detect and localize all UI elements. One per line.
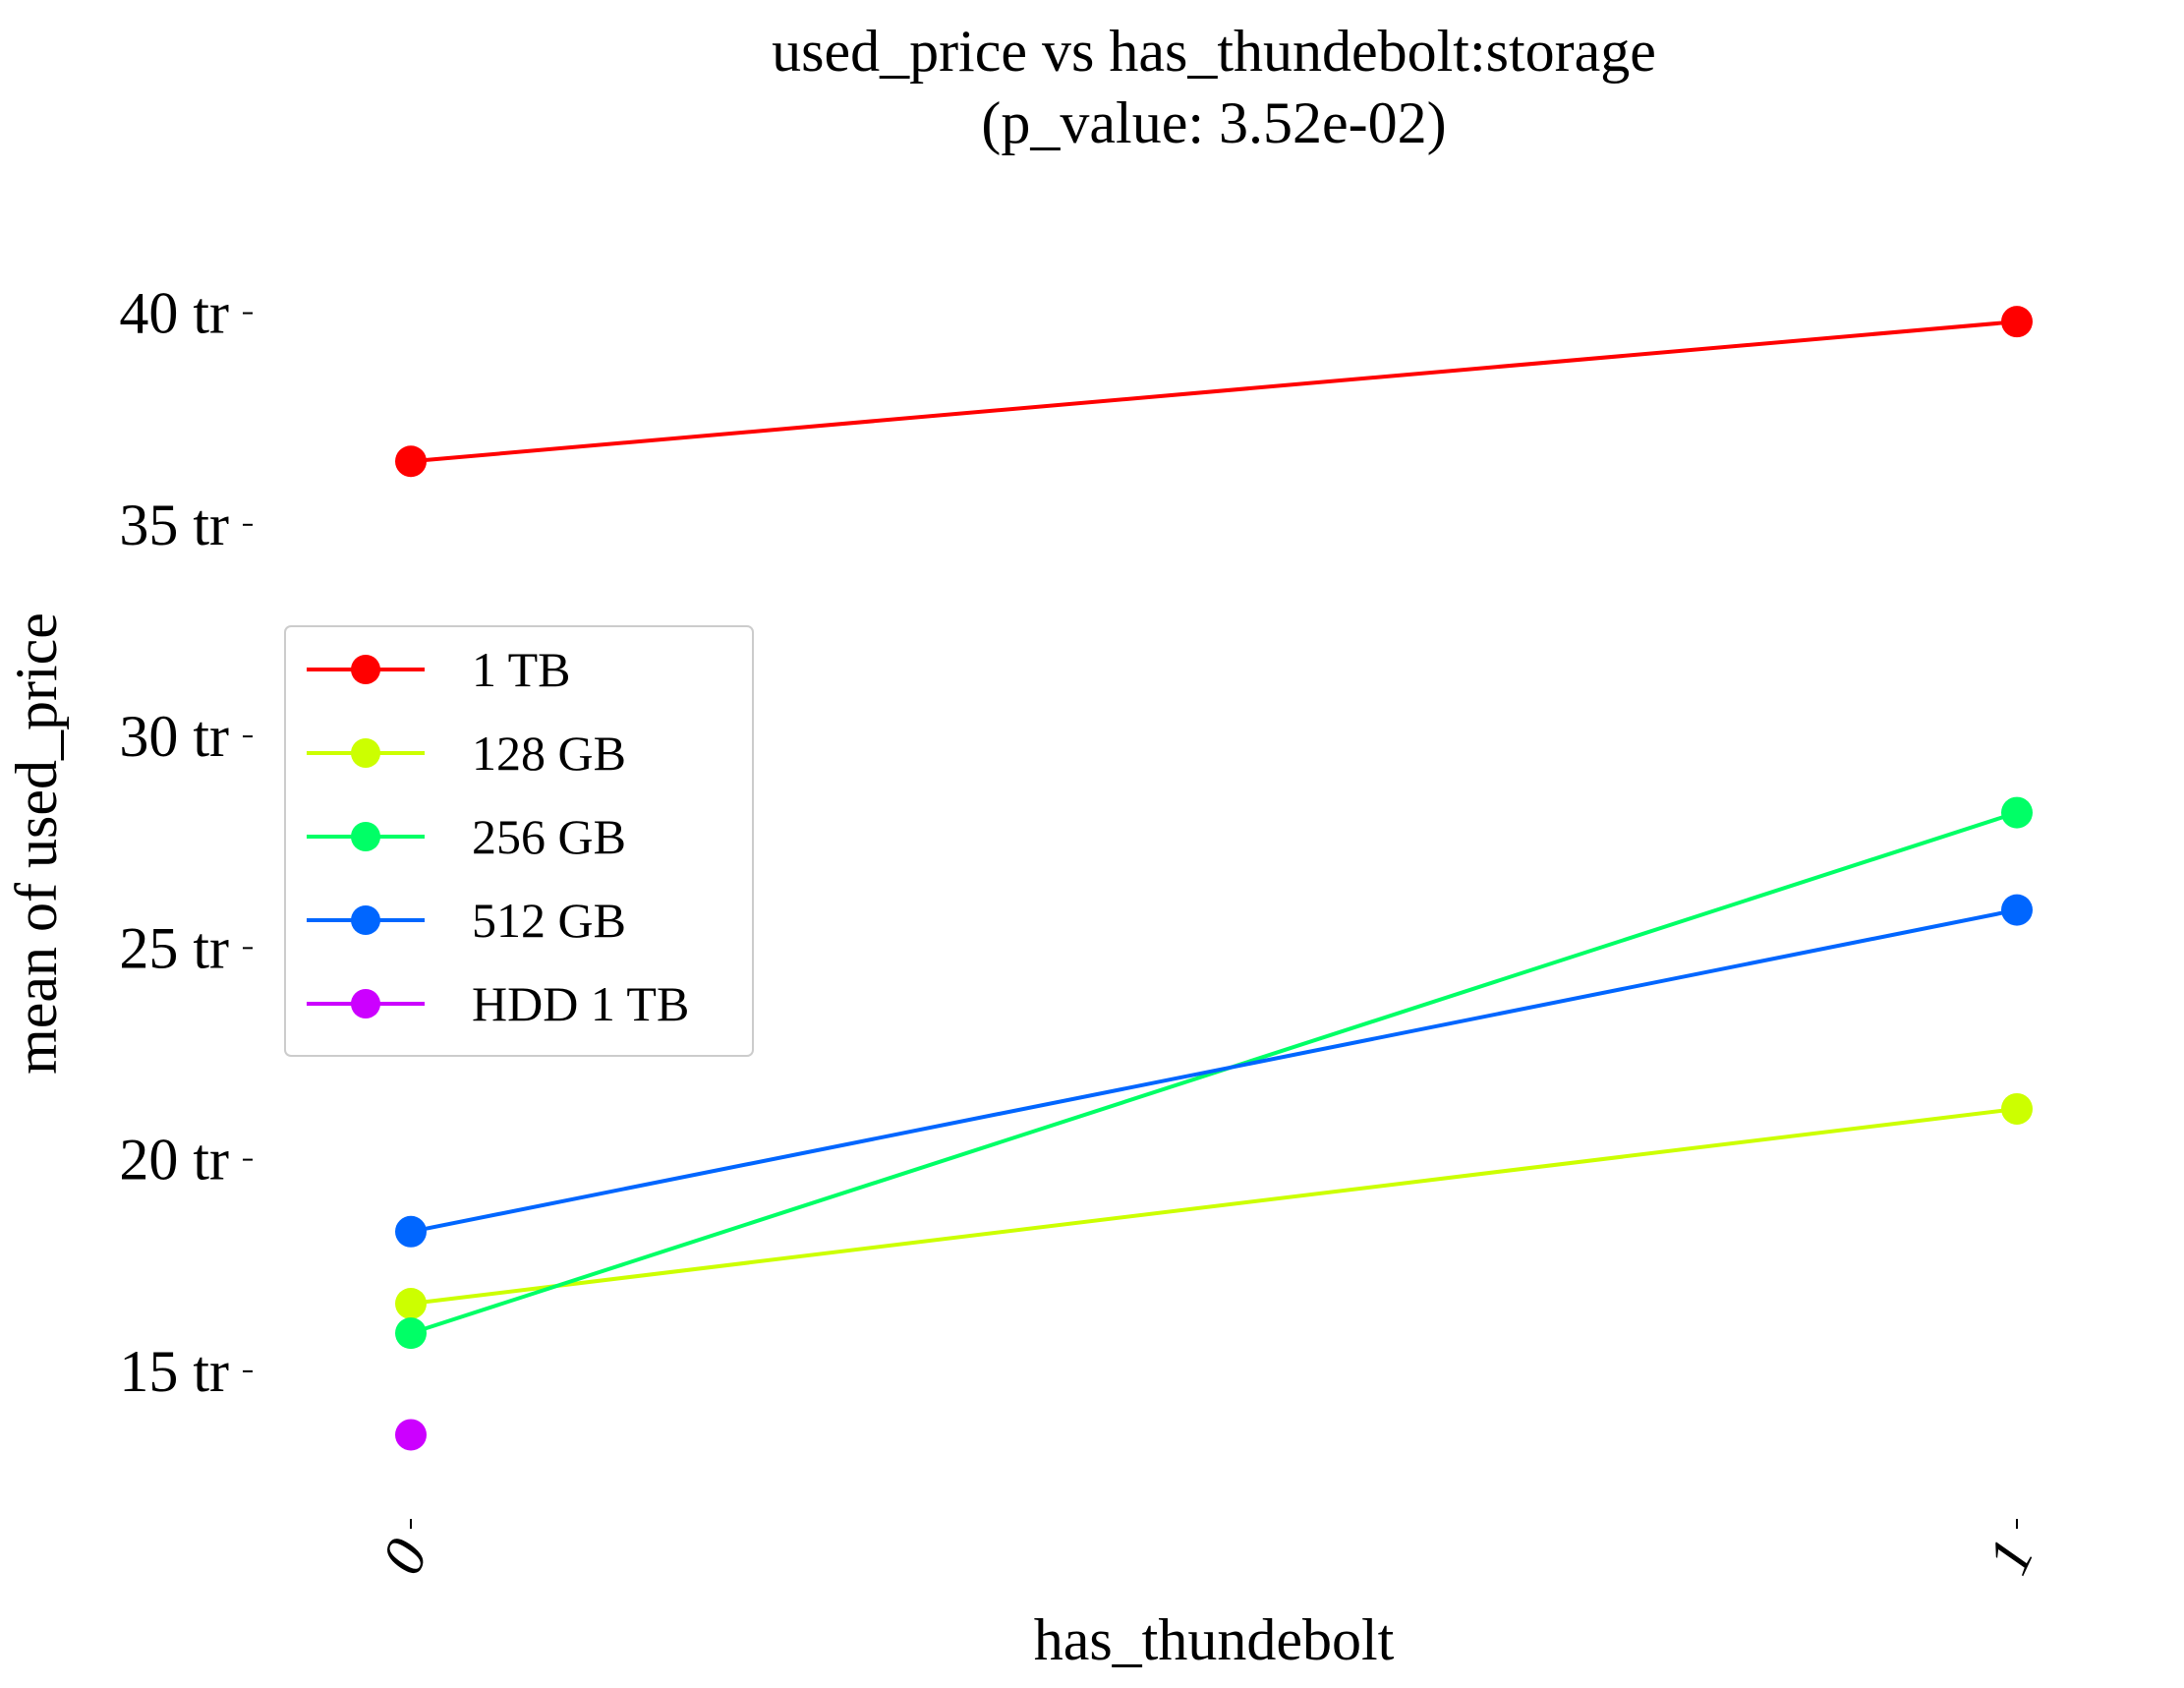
data-point [395, 445, 427, 478]
legend-label: 512 GB [472, 893, 626, 948]
y-axis: 15 tr 20 tr 25 tr 30 tr 35 tr 40 tr [119, 281, 253, 1404]
data-point [395, 1419, 427, 1451]
y-tick-label: 20 tr [119, 1128, 229, 1193]
legend-marker [351, 822, 380, 851]
data-point [395, 1317, 427, 1350]
legend-marker [351, 655, 380, 684]
legend-label: HDD 1 TB [472, 976, 689, 1031]
legend-marker [351, 905, 380, 935]
legend-label: 128 GB [472, 726, 626, 781]
data-point [2001, 796, 2033, 829]
series-line [410, 320, 2018, 464]
y-tick-label: 15 tr [119, 1339, 229, 1404]
legend-frame [284, 625, 754, 1057]
data-point [2001, 1092, 2033, 1125]
data-point [395, 1215, 427, 1248]
series-line [410, 907, 2018, 1234]
y-tick-label: 35 tr [119, 493, 229, 557]
x-axis-label: has_thundebolt [1034, 1607, 1395, 1672]
legend-marker [351, 738, 380, 768]
data-point [2001, 306, 2033, 338]
legend-label: 1 TB [472, 642, 571, 697]
series-line [410, 1106, 2018, 1306]
series-line [410, 810, 2018, 1336]
legend-label: 256 GB [472, 809, 626, 864]
x-tick-label: 0 [369, 1530, 439, 1584]
legend: 1 TB 128 GB 256 GB 512 GB HDD 1 TB [284, 625, 754, 1057]
y-axis-label: mean of used_price [4, 612, 69, 1075]
chart-subtitle: (p_value: 3.52e-02) [981, 90, 1446, 155]
data-point [395, 1287, 427, 1319]
legend-marker [351, 989, 380, 1019]
y-tick-label: 30 tr [119, 704, 229, 769]
y-tick-label: 40 tr [119, 281, 229, 346]
chart-title: used_price vs has_thundebolt:storage [772, 19, 1656, 84]
x-tick-label: 1 [1975, 1530, 2045, 1584]
y-tick-label: 25 tr [119, 915, 229, 980]
data-point [2001, 894, 2033, 926]
series-layer [395, 306, 2033, 1451]
